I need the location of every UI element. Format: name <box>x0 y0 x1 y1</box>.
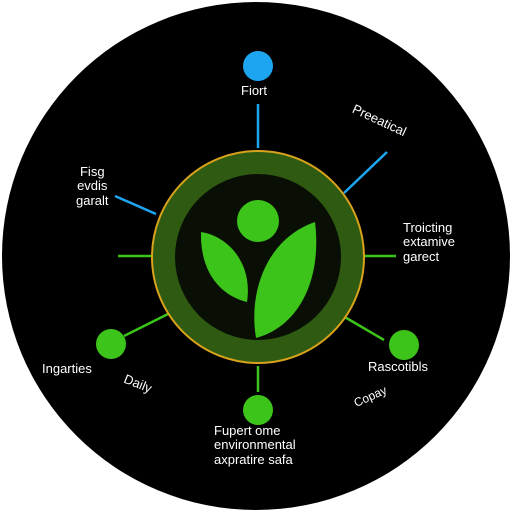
sprout-person-icon <box>200 200 317 338</box>
connector-bottom-left <box>123 310 173 338</box>
node-bottom-left <box>96 329 126 359</box>
node-bottom-label: Fupert ome environmental axpratire safa <box>214 423 296 467</box>
node-bottom-line-1: Fupert ome <box>214 423 281 438</box>
node-right-line-3: garect <box>403 248 440 264</box>
node-right-line-1: Troicting <box>403 220 453 235</box>
node-bottom-left-label: Ingarties <box>42 361 92 376</box>
node-left-line-1: Fisg <box>79 164 105 179</box>
node-left-line-2: evdis <box>77 178 108 194</box>
connector-top-right <box>343 151 388 194</box>
node-right-line-2: extamive <box>403 234 456 250</box>
node-bottom-line-3: axpratire safa <box>214 451 293 467</box>
node-bottom-right <box>389 330 419 360</box>
node-bottom-right-label: Rascotibls <box>368 359 428 374</box>
node-left-line-3: garalt <box>76 192 109 208</box>
node-bottom <box>243 395 273 425</box>
node-top-label: Fiort <box>241 83 267 98</box>
connector-left-upper <box>114 194 157 216</box>
node-top <box>243 51 273 81</box>
node-right-label: Troicting extamive garect <box>403 220 456 264</box>
connector-bottom-right <box>342 314 385 342</box>
node-bottom-line-2: environmental <box>214 437 296 453</box>
node-left-label: Fisg evdis garalt <box>76 164 109 208</box>
